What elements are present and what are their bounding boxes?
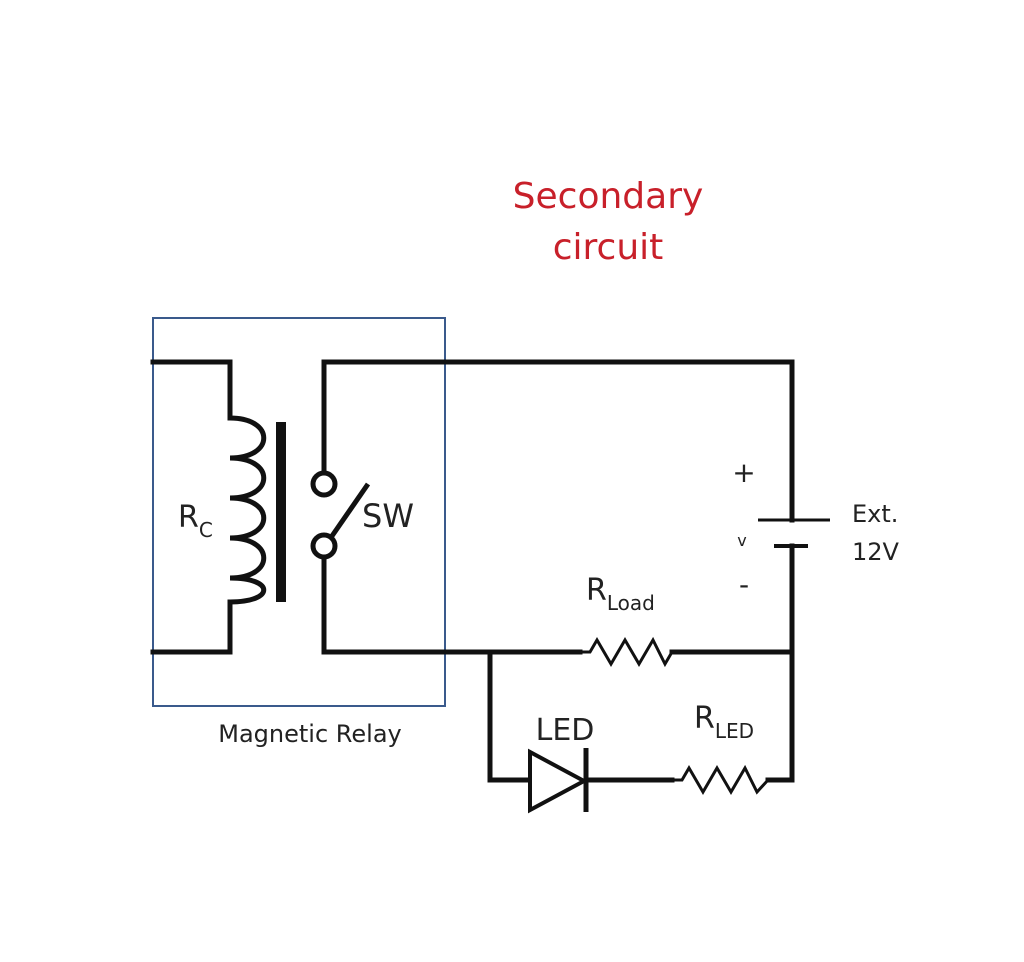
load-resistor-label: RLoad bbox=[586, 573, 655, 615]
relay-switch bbox=[310, 401, 371, 623]
battery-plus-label: + bbox=[732, 456, 755, 489]
load-resistor-label-main: R bbox=[586, 573, 607, 608]
battery-ext-label: Ext. bbox=[852, 500, 898, 528]
diagram-title: Secondary circuit bbox=[513, 176, 704, 268]
led-resistor-label: RLED bbox=[694, 701, 754, 743]
led-label: LED bbox=[536, 713, 595, 748]
relay-coil bbox=[227, 401, 267, 605]
coil-wiring bbox=[150, 359, 233, 655]
magnetic-relay-box bbox=[152, 317, 446, 707]
title-line-1: Secondary bbox=[513, 176, 704, 217]
led-resistor bbox=[672, 764, 770, 795]
coil-label-main: R bbox=[178, 500, 199, 535]
battery bbox=[758, 518, 830, 548]
battery-voltage-label: 12V bbox=[852, 538, 900, 566]
coil-label-sub: C bbox=[199, 518, 213, 542]
secondary-wiring bbox=[321, 359, 795, 783]
switch-label: SW bbox=[362, 497, 414, 535]
led-diode bbox=[528, 748, 589, 814]
coil-label: RC bbox=[178, 500, 213, 542]
load-resistor-label-sub: Load bbox=[607, 591, 655, 615]
title-line-2: circuit bbox=[553, 227, 664, 268]
led-resistor-label-sub: LED bbox=[715, 719, 754, 743]
load-resistor bbox=[580, 636, 674, 668]
battery-minus-label: - bbox=[739, 568, 749, 601]
battery-v-label: v bbox=[737, 531, 746, 550]
led-resistor-label-main: R bbox=[694, 701, 715, 736]
magnetic-relay-label: Magnetic Relay bbox=[218, 720, 401, 748]
